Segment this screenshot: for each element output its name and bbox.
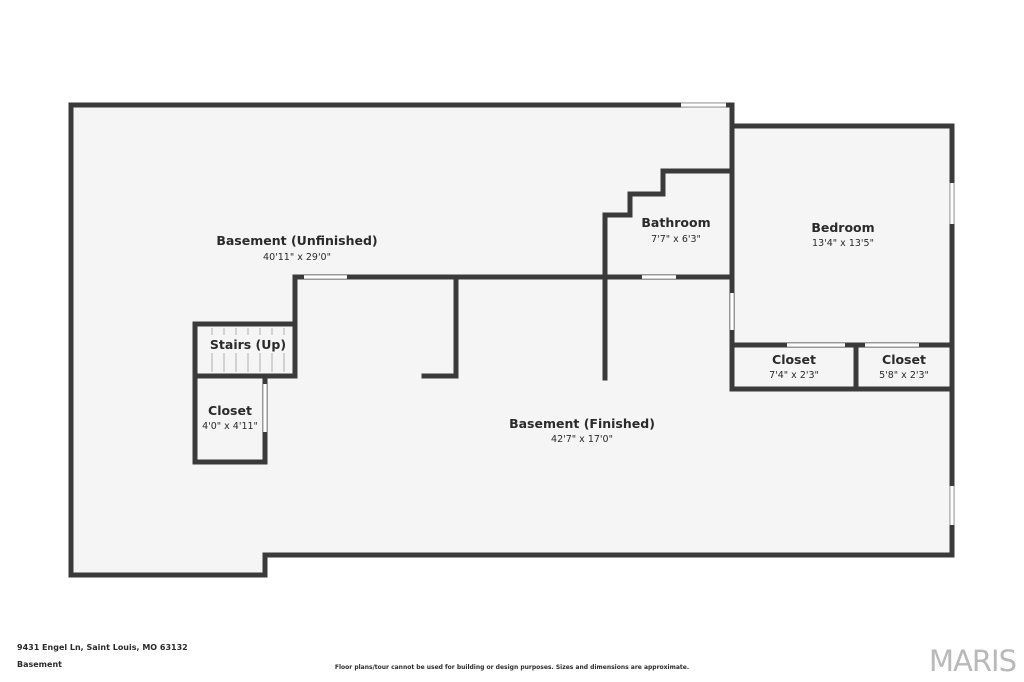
room-name-closet-2: Closet — [882, 352, 926, 367]
room-dims-closet-left: 4'0" x 4'11" — [202, 421, 258, 432]
room-name-basement-finished: Basement (Finished) — [509, 416, 655, 431]
floor-area — [71, 105, 952, 575]
room-name-bedroom: Bedroom — [811, 220, 874, 235]
room-name-bathroom: Bathroom — [641, 215, 710, 230]
bathroom-wall — [602, 168, 735, 280]
stairs-wall — [192, 321, 298, 379]
room-dims-bathroom: 7'7" x 6'3" — [651, 234, 701, 245]
stub-wall — [421, 274, 459, 379]
room-dims-closet-2: 5'8" x 2'3" — [879, 370, 929, 381]
room-name-stairs: Stairs (Up) — [210, 337, 286, 352]
room-dims-basement-unfinished: 40'11" x 29'0" — [263, 252, 331, 263]
room-name-closet-left: Closet — [208, 403, 252, 418]
maris-logo: MARIS — [929, 644, 1017, 678]
room-dims-basement-finished: 42'7" x 17'0" — [551, 434, 613, 445]
stairs-label-bg — [211, 335, 287, 353]
room-dims-bedroom: 13'4" x 13'5" — [812, 238, 874, 249]
disclaimer-text: Floor plans/tour cannot be used for buil… — [334, 664, 690, 671]
room-name-closet-1: Closet — [772, 352, 816, 367]
level-label: Basement — [17, 660, 62, 669]
room-dims-closet-1: 7'4" x 2'3" — [769, 370, 819, 381]
openings — [263, 103, 954, 525]
address-text: 9431 Engel Ln, Saint Louis, MO 63132 — [17, 643, 188, 652]
walls — [68, 102, 955, 578]
opening-edges — [681, 102, 955, 525]
room-name-basement-unfinished: Basement (Unfinished) — [216, 233, 377, 248]
